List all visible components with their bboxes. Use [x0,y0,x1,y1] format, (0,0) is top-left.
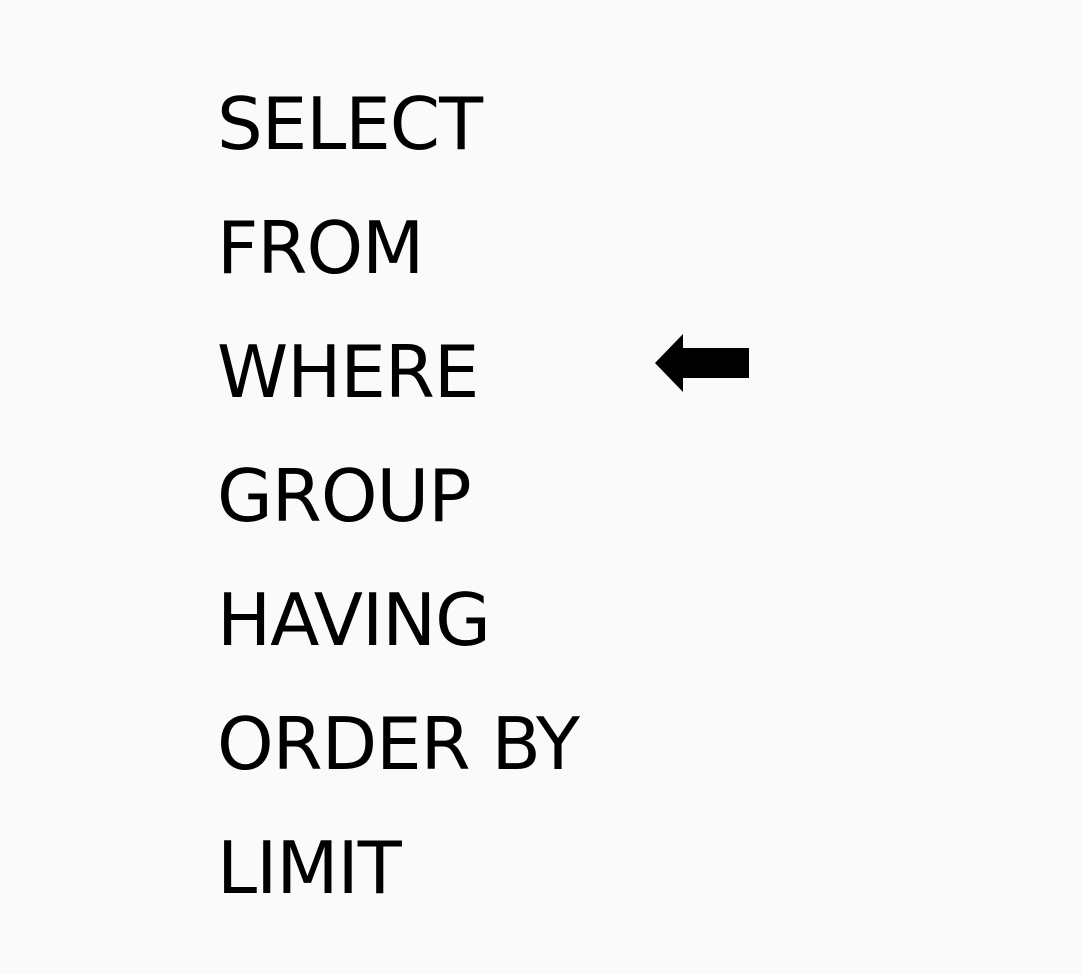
clause-label: SELECT [217,82,483,166]
clause-group: GROUP [217,456,749,580]
clause-select: SELECT [217,84,749,208]
clause-limit: LIMIT [217,828,749,952]
clause-label: HAVING [217,578,491,662]
clause-from: FROM [217,208,749,332]
clause-label: WHERE [217,330,479,414]
clause-label: FROM [217,206,424,290]
sql-clause-order-list: SELECT FROM WHERE GROUP HAVING ORDER BY … [217,84,749,952]
left-arrow-icon [655,334,749,392]
clause-having: HAVING [217,580,749,704]
clause-order-by: ORDER BY [217,704,749,828]
clause-label: GROUP [217,454,472,538]
clause-label: LIMIT [217,826,402,910]
clause-label: ORDER BY [217,702,580,786]
clause-where: WHERE [217,332,749,456]
